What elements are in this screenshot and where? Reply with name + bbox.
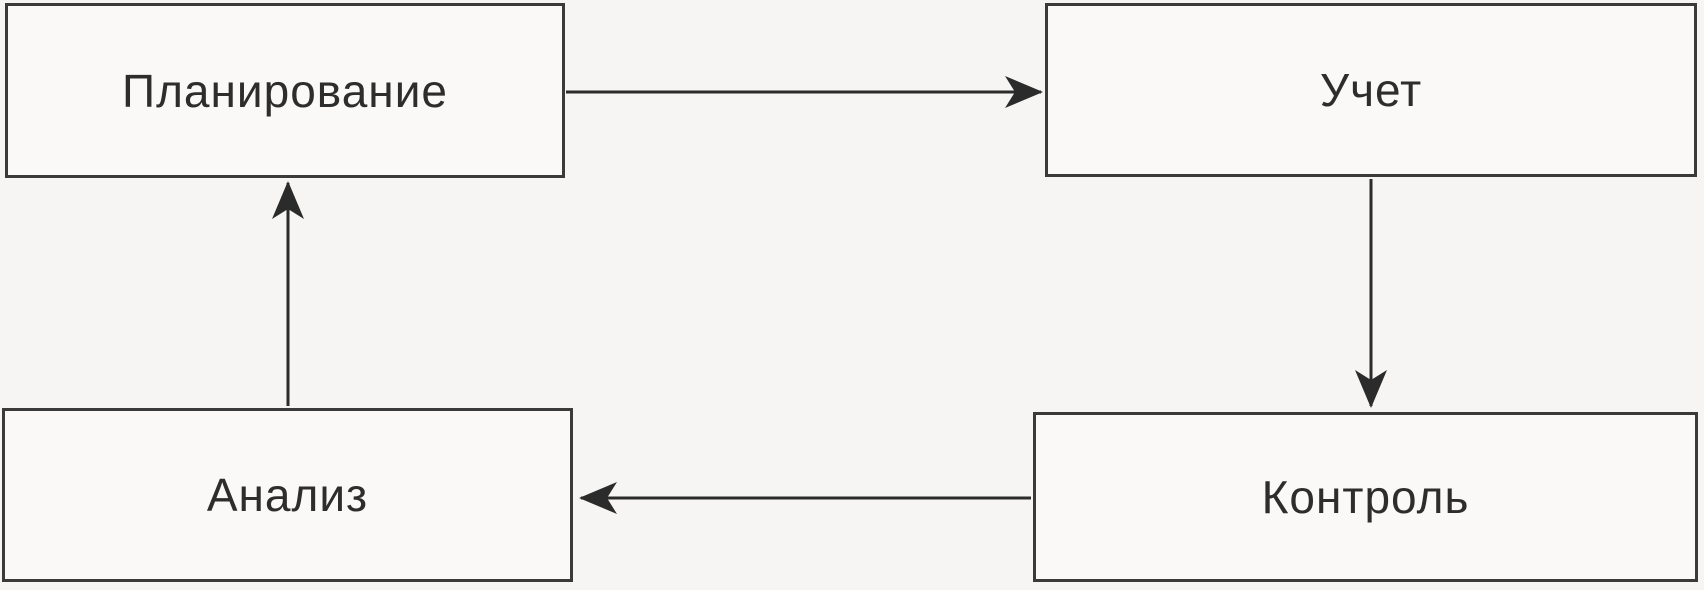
node-planning: Планирование <box>5 3 565 178</box>
node-planning-label: Планирование <box>122 64 448 117</box>
node-analysis: Анализ <box>2 408 573 582</box>
node-analysis-label: Анализ <box>206 469 369 521</box>
node-control-label: Контроль <box>1261 471 1470 523</box>
node-control: Контроль <box>1033 412 1698 582</box>
node-accounting: Учет <box>1045 3 1697 177</box>
node-accounting-label: Учет <box>1319 64 1423 116</box>
